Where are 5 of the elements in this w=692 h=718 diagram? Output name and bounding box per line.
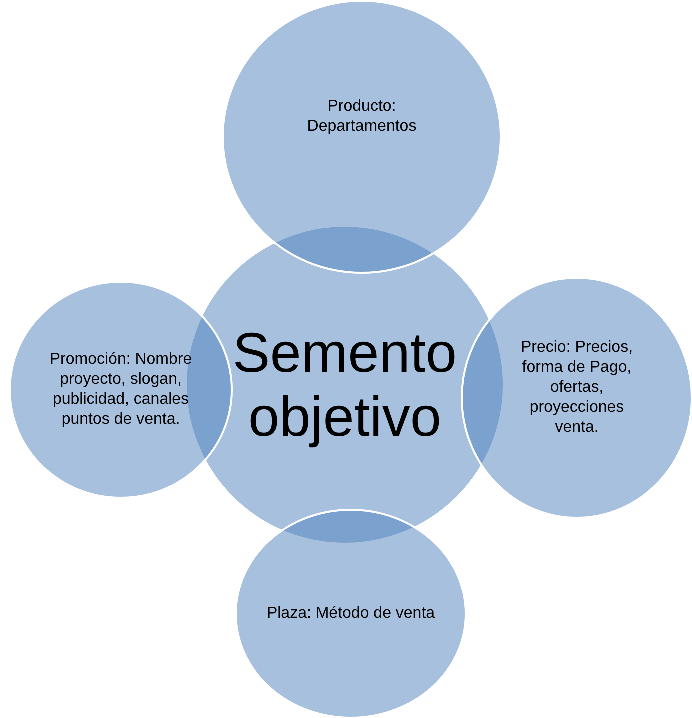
node-label: Plaza: Método de venta: [266, 604, 436, 624]
node-label: Promoción: Nombre proyecto, slogan, publicidad, canales puntos de venta.: [48, 350, 194, 430]
node-label: Semento objetivo: [232, 321, 458, 449]
node-label: Producto: Departamentos: [306, 97, 418, 137]
node-label: Precio: Precios, forma de Pago, ofertas, proyecciones venta.: [520, 338, 634, 438]
